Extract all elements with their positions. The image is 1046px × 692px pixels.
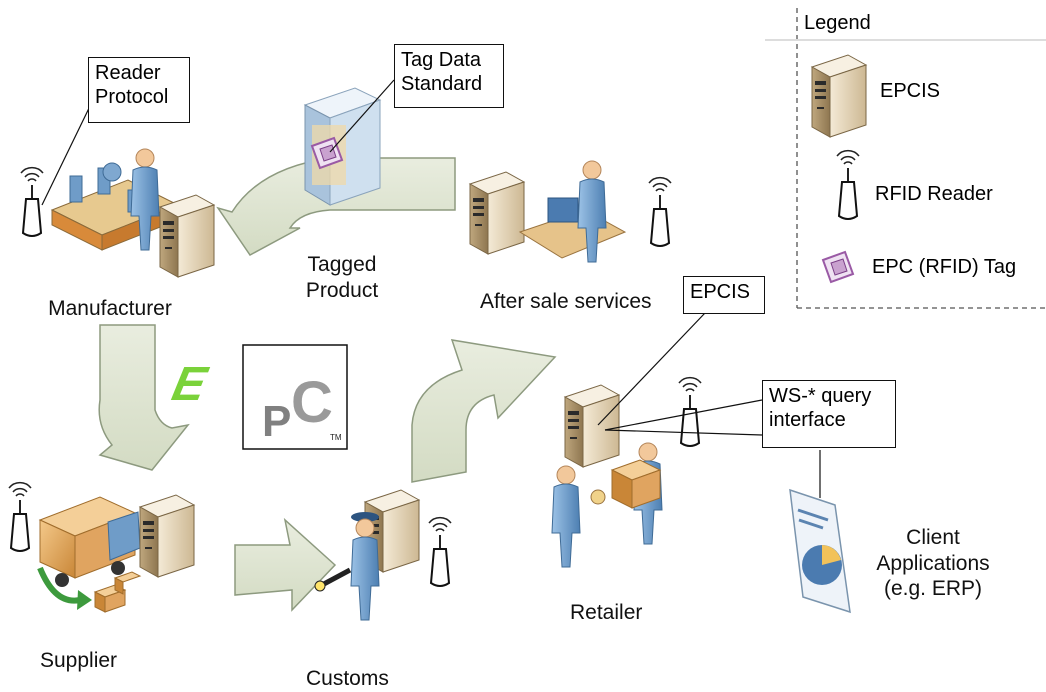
tag-data-standard-line-1: Tag Data xyxy=(401,49,482,71)
ws-query-line-1: WS-* query xyxy=(769,385,872,407)
svg-text:P: P xyxy=(262,397,291,446)
tag-data-standard-callout: Tag Data Standard xyxy=(394,44,504,108)
ws-query-line-2: interface xyxy=(769,409,846,431)
after-sale-cluster xyxy=(469,160,672,263)
svg-text:C: C xyxy=(291,370,333,435)
rfid-reader-icon xyxy=(428,516,452,587)
legend-title: Legend xyxy=(804,12,871,34)
server-icon xyxy=(469,171,525,255)
server-icon xyxy=(564,384,620,468)
flow-arrow-retail-to-manufacturer xyxy=(216,157,456,256)
tagged-product-line-1: Tagged xyxy=(307,253,377,276)
legend-panel xyxy=(765,8,1046,309)
tagged-product-label: Tagged Product xyxy=(306,252,378,303)
rfid-reader-icon xyxy=(648,176,672,247)
reader-protocol-callout: Reader Protocol xyxy=(88,57,190,123)
flow-arrow-customs-to-aftersale xyxy=(411,339,557,483)
after-sale-label: After sale services xyxy=(480,290,652,313)
epc-logo: E P C TM xyxy=(168,344,348,450)
tagged-product-cluster xyxy=(303,87,382,206)
rfid-reader-icon xyxy=(8,481,32,552)
rfid-reader-icon xyxy=(20,166,44,237)
manufacturer-cluster xyxy=(20,148,215,278)
customer-person-icon xyxy=(551,465,581,568)
rfid-reader-icon xyxy=(836,149,860,220)
client-applications-icon xyxy=(789,488,851,614)
client-applications-label: Client Applications (e.g. ERP) xyxy=(876,525,989,602)
server-icon xyxy=(811,54,867,138)
reader-protocol-line-1: Reader xyxy=(95,62,161,84)
leader-ws-query-2 xyxy=(604,429,763,436)
client-apps-line-2: Applications xyxy=(876,551,990,575)
epcis-callout: EPCIS xyxy=(683,276,765,314)
customs-label: Customs xyxy=(306,667,389,690)
trademark-mark: TM xyxy=(330,433,342,442)
client-apps-line-3: (e.g. ERP) xyxy=(883,577,983,601)
legend-label-epcis: EPCIS xyxy=(880,80,941,102)
flow-arrow-manufacturer-to-supplier xyxy=(98,324,190,471)
manufacturer-label: Manufacturer xyxy=(48,297,172,320)
client-apps-line-1: Client xyxy=(906,526,960,549)
server-icon xyxy=(159,194,215,278)
retailer-label: Retailer xyxy=(570,601,643,624)
supplier-label: Supplier xyxy=(40,649,118,672)
legend-label-rfid-reader: RFID Reader xyxy=(875,183,993,205)
retailer-cluster xyxy=(551,376,702,568)
reader-protocol-line-2: Protocol xyxy=(95,86,169,108)
flow-arrow-supplier-to-customs xyxy=(234,517,337,612)
svg-text:E: E xyxy=(168,357,213,410)
customs-cluster xyxy=(314,489,452,621)
rfid-tag-icon xyxy=(822,251,854,283)
legend-label-rfid-tag: EPC (RFID) Tag xyxy=(872,256,1017,278)
supplier-cluster xyxy=(8,481,195,613)
server-icon xyxy=(139,494,195,578)
tag-data-standard-line-2: Standard xyxy=(401,73,483,95)
leader-ws-query-1 xyxy=(604,399,763,431)
tagged-product-line-2: Product xyxy=(305,278,379,302)
leader-epcis xyxy=(597,312,706,426)
leader-reader-protocol xyxy=(41,101,93,206)
ws-query-callout: WS-* query interface xyxy=(762,380,896,448)
leader-tag-data-standard xyxy=(329,79,395,153)
